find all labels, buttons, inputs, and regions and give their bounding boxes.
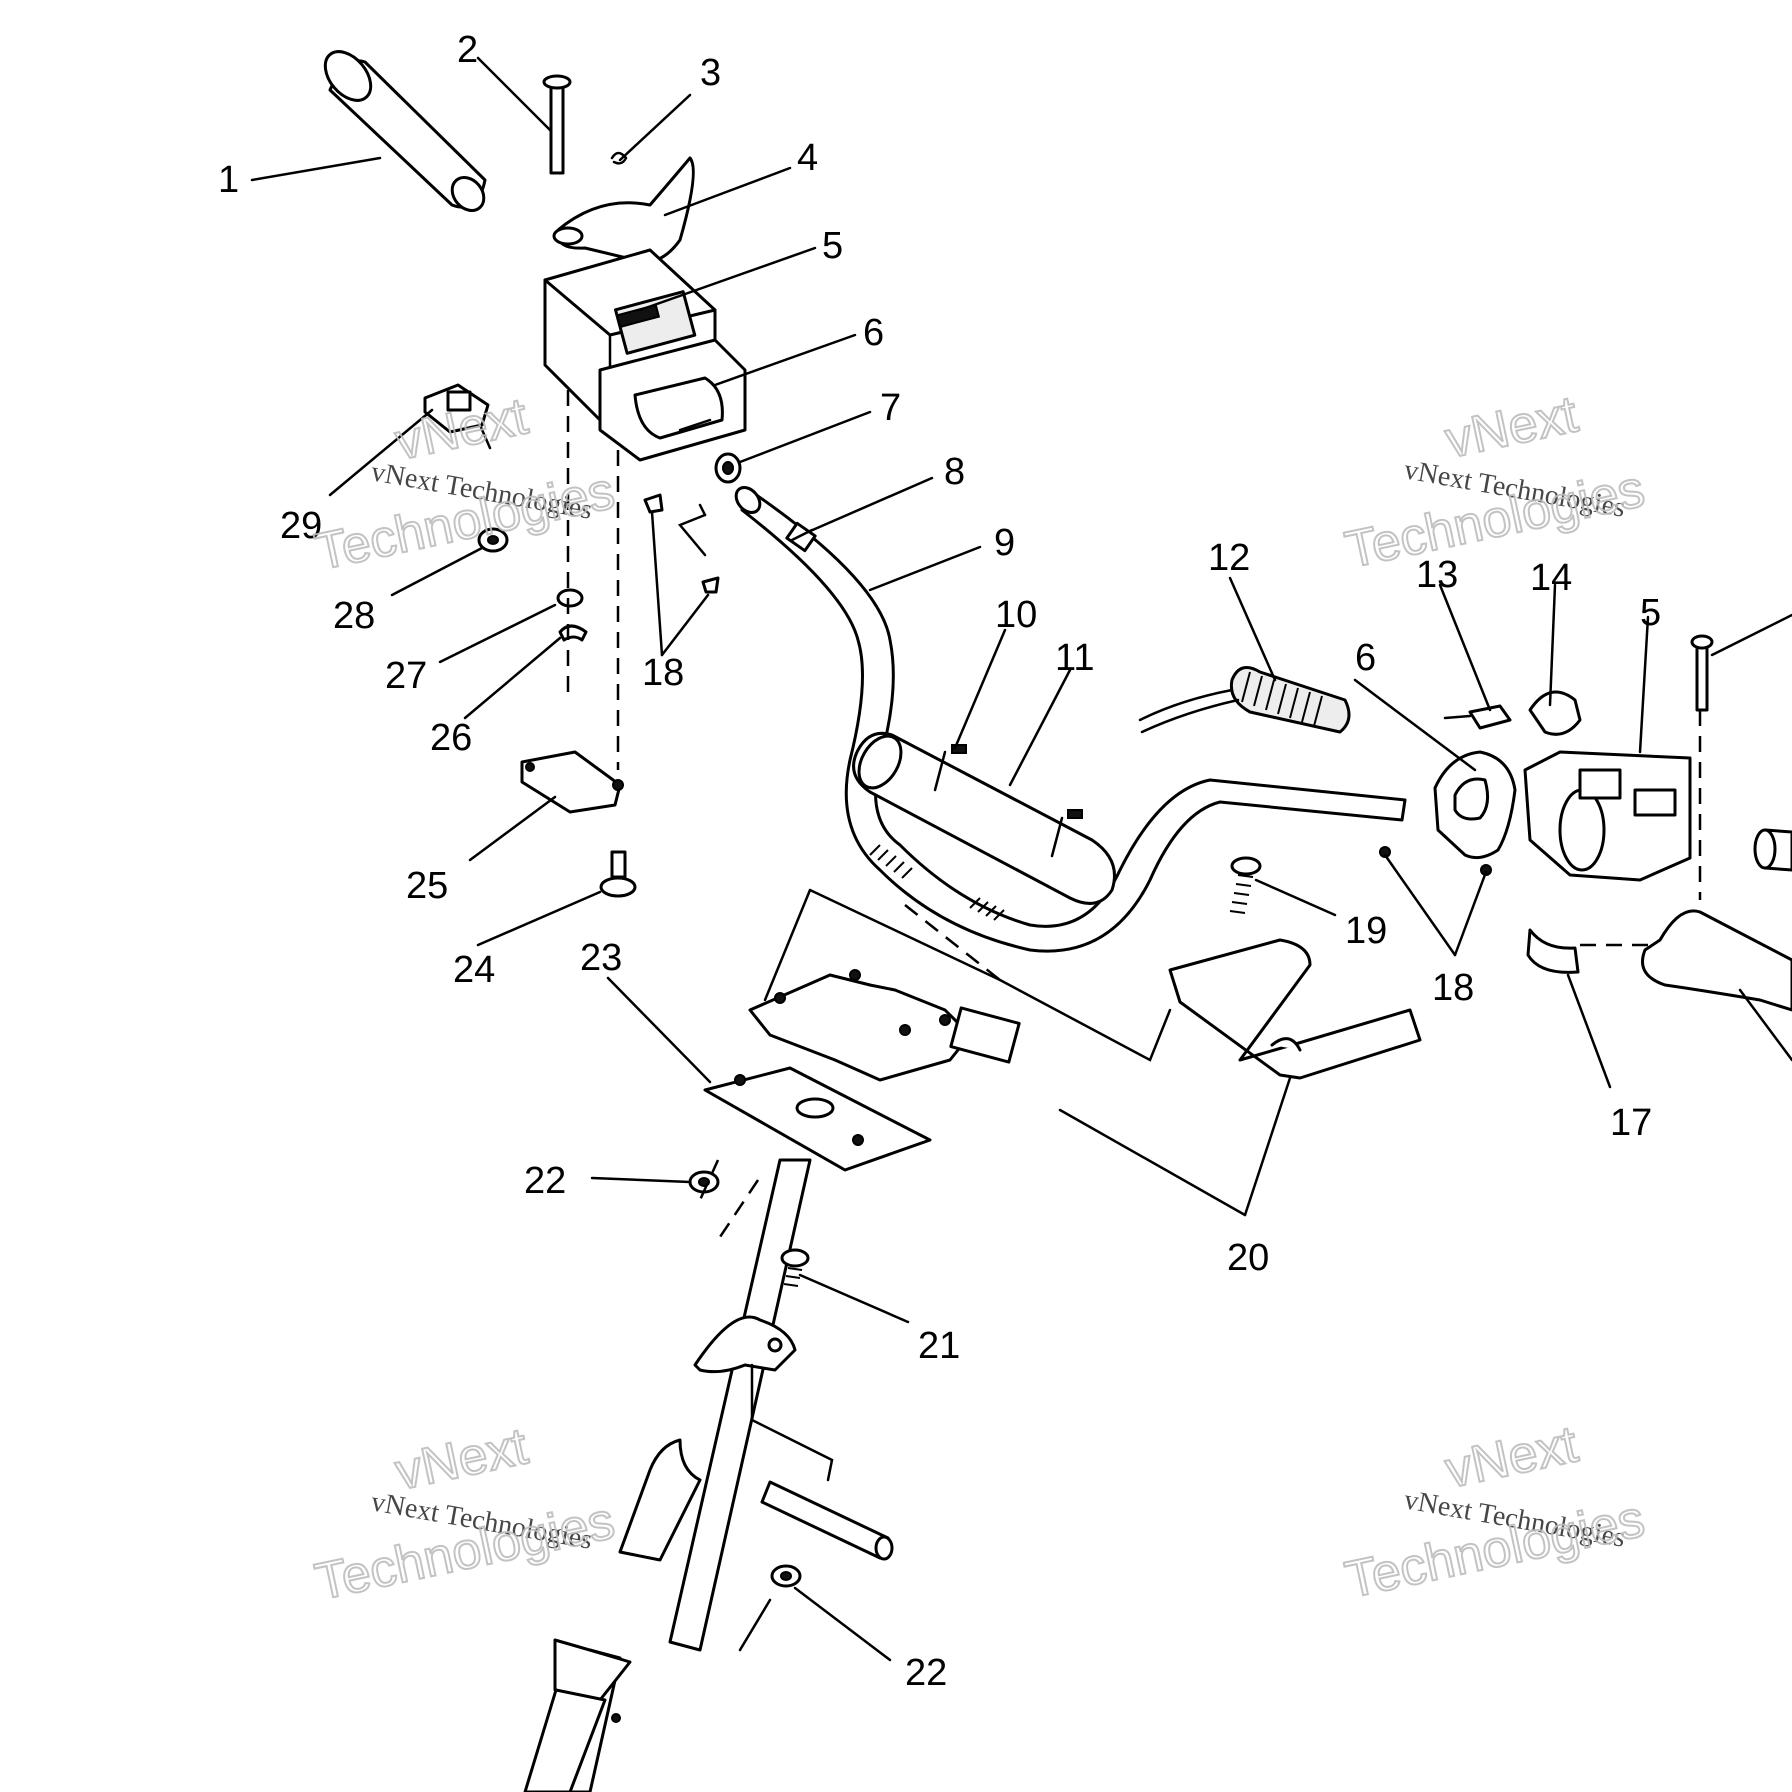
- part-right-grip: [1753, 828, 1792, 872]
- callout-6-right: 6: [1355, 637, 1376, 679]
- watermark-top-left: vNext Technologies vNext Technologies: [309, 386, 620, 582]
- callout-22-top: 22: [524, 1160, 566, 1202]
- callout-25: 25: [406, 865, 448, 907]
- callout-19: 19: [1345, 910, 1387, 952]
- part-23-lower-clamp: [748, 969, 1021, 1082]
- callout-1: 1: [218, 159, 239, 201]
- part-18-screw-left-b: [701, 576, 720, 594]
- part-21-bracket: [693, 1315, 797, 1374]
- callout-17: 17: [1610, 1102, 1652, 1144]
- callout-14: 14: [1530, 557, 1572, 599]
- part-right-pin: [1690, 634, 1714, 712]
- callout-5: 5: [822, 225, 843, 267]
- callout-9: 9: [994, 522, 1015, 564]
- part-4-lever: [556, 156, 695, 264]
- part-bottom-pin: [760, 1480, 894, 1561]
- callout-18-right: 18: [1432, 967, 1474, 1009]
- watermark-big-line1: vNext: [1440, 1415, 1583, 1499]
- callout-21: 21: [918, 1325, 960, 1367]
- callouts: 1 2 3 4 5 6 7 8 9 10 11 12 13 14 5 6 17 …: [218, 29, 1661, 1694]
- watermark-big-line1: vNext: [1440, 385, 1583, 469]
- part-11-pad: [852, 731, 1116, 905]
- part-28-nut: [477, 527, 509, 553]
- part-26-ring: [558, 624, 588, 642]
- watermark-big-line1: vNext: [390, 387, 533, 471]
- part-24-bolt: [599, 850, 637, 898]
- part-18-screw-left-a: [643, 493, 664, 514]
- callout-6: 6: [863, 312, 884, 354]
- callout-2: 2: [457, 29, 478, 71]
- part-13-switch: [1443, 704, 1512, 730]
- callout-27: 27: [385, 655, 427, 697]
- leader-lines: [250, 56, 1792, 1662]
- watermark-big-line1: vNext: [390, 1417, 533, 1501]
- watermark-bottom-left: vNext Technologies vNext Technologies: [309, 1416, 620, 1612]
- callout-3: 3: [700, 52, 721, 94]
- handlebar-spring: [869, 844, 1005, 921]
- callout-20: 20: [1227, 1237, 1269, 1279]
- part-2-pin: [542, 74, 572, 175]
- callout-8: 8: [944, 451, 965, 493]
- callout-28: 28: [333, 595, 375, 637]
- part-7-cap: [714, 452, 742, 484]
- watermark-bottom-right: vNext Technologies vNext Technologies: [1339, 1414, 1650, 1610]
- part-29-connector: [423, 383, 492, 450]
- callout-10: 10: [995, 594, 1037, 636]
- part-17-clamp: [1526, 928, 1580, 974]
- watermark-top-right: vNext Technologies vNext Technologies: [1339, 384, 1650, 580]
- part-1-grip: [323, 50, 487, 212]
- callout-24: 24: [453, 949, 495, 991]
- alignment-lines: [566, 390, 1702, 1652]
- callout-18-left: 18: [642, 652, 684, 694]
- callout-5-right: 5: [1640, 592, 1661, 634]
- callout-13: 13: [1416, 554, 1458, 596]
- callout-23: 23: [580, 937, 622, 979]
- callout-29: 29: [280, 505, 322, 547]
- part-6-cover-right: [1433, 750, 1517, 860]
- part-12-heated-grip: [1138, 666, 1351, 734]
- part-23-plate: [703, 1066, 932, 1172]
- part-25-plate: [520, 750, 624, 814]
- part-3-clip: [610, 151, 628, 165]
- part-20-clamp-blocks: [1168, 938, 1422, 1080]
- part-19-bolt: [1229, 856, 1262, 914]
- part-6-cover-left: [598, 338, 747, 462]
- callout-12: 12: [1208, 537, 1250, 579]
- steering-post: [523, 1158, 812, 1792]
- part-5-housing-right: [1523, 750, 1692, 882]
- part-right-lever: [1641, 909, 1792, 1012]
- part-27-washer: [556, 588, 584, 608]
- callout-11: 11: [1055, 637, 1094, 679]
- callout-7: 7: [880, 387, 901, 429]
- part-22-nut-bottom: [770, 1564, 802, 1588]
- part-14-knob: [1528, 690, 1582, 736]
- callout-4: 4: [797, 137, 818, 179]
- callout-26: 26: [430, 717, 472, 759]
- callout-22-bottom: 22: [905, 1652, 947, 1694]
- part-21-bolt: [780, 1248, 810, 1287]
